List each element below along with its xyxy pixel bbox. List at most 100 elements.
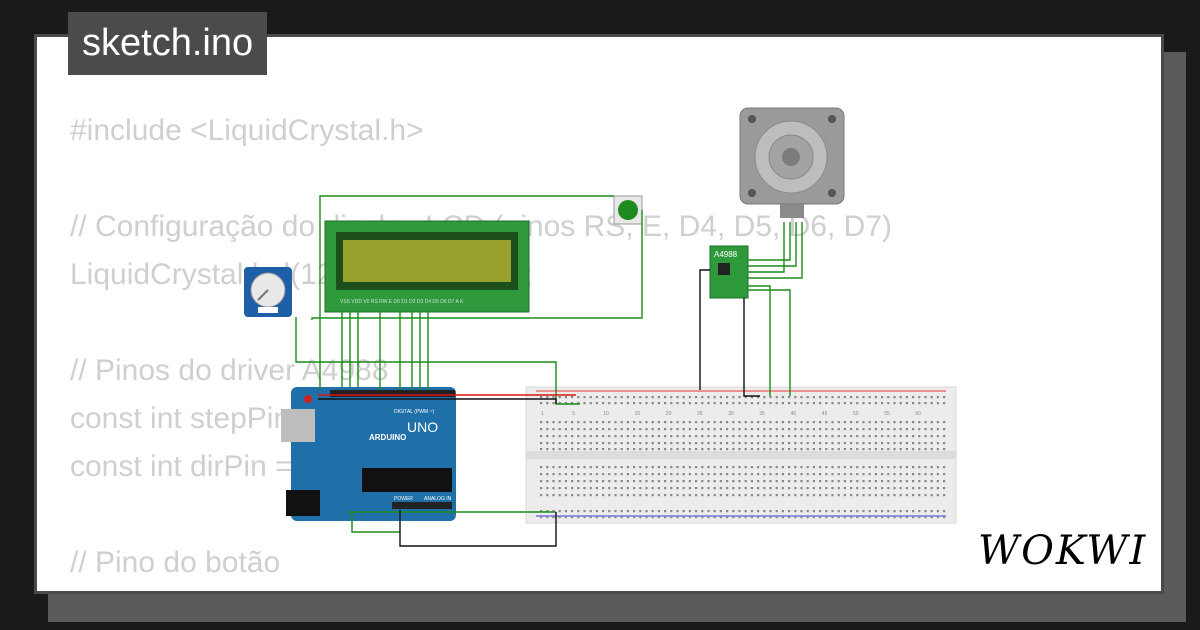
breadboard-hole (819, 466, 822, 469)
breadboard-hole (819, 510, 822, 513)
breadboard-hole (924, 473, 927, 476)
breadboard-hole (726, 396, 729, 399)
breadboard-hole (540, 516, 543, 519)
breadboard-hole (874, 494, 877, 497)
breadboard-hole (614, 402, 617, 405)
breadboard-hole (769, 466, 772, 469)
breadboard-hole (856, 448, 859, 451)
breadboard-hole (936, 473, 939, 476)
breadboard-hole (664, 480, 667, 483)
breadboard-hole (701, 487, 704, 490)
breadboard-hole (856, 516, 859, 519)
breadboard-hole (726, 487, 729, 490)
breadboard-hole (664, 516, 667, 519)
breadboard-hole (732, 396, 735, 399)
push-button[interactable] (613, 195, 643, 225)
file-title[interactable]: sketch.ino (68, 12, 268, 75)
breadboard-hole (775, 402, 778, 405)
breadboard-hole (558, 487, 561, 490)
breadboard-hole (769, 448, 772, 451)
code-line: // Pinos do driver A4988 (70, 354, 389, 387)
breadboard-hole (812, 516, 815, 519)
breadboard-hole (819, 480, 822, 483)
breadboard-hole (664, 487, 667, 490)
breadboard-hole (930, 402, 933, 405)
breadboard-hole (800, 435, 803, 438)
breadboard-hole (657, 442, 660, 445)
breadboard-hole (571, 421, 574, 424)
breadboard-hole (769, 396, 772, 399)
breadboard-hole (837, 466, 840, 469)
breadboard-hole (564, 448, 567, 451)
breadboard-hole (893, 442, 896, 445)
breadboard-hole (868, 466, 871, 469)
breadboard-hole (602, 448, 605, 451)
breadboard-hole (676, 487, 679, 490)
breadboard-hole (788, 402, 791, 405)
breadboard-hole (750, 473, 753, 476)
breadboard-hole (887, 466, 890, 469)
breadboard-hole (583, 487, 586, 490)
breadboard-hole (626, 494, 629, 497)
breadboard-hole (788, 421, 791, 424)
breadboard-hole (577, 402, 580, 405)
breadboard-hole (769, 510, 772, 513)
breadboard-hole (788, 435, 791, 438)
breadboard-hole (825, 494, 828, 497)
breadboard-hole (812, 402, 815, 405)
breadboard-hole (905, 487, 908, 490)
breadboard-hole (558, 402, 561, 405)
breadboard-hole (794, 516, 797, 519)
breadboard-hole (843, 435, 846, 438)
breadboard-hole (837, 516, 840, 519)
breadboard-hole (794, 494, 797, 497)
breadboard-hole (769, 487, 772, 490)
breadboard-hole (732, 473, 735, 476)
arduino-uno[interactable]: UNO ARDUINO DIGITAL (PWM ~) POWER ANALOG… (281, 387, 456, 521)
breadboard-hole (664, 510, 667, 513)
breadboard-hole (583, 448, 586, 451)
breadboard-hole (899, 396, 902, 399)
breadboard-hole (701, 466, 704, 469)
breadboard-hole (695, 442, 698, 445)
breadboard-hole (899, 494, 902, 497)
breadboard-hole (744, 516, 747, 519)
breadboard-hole (899, 466, 902, 469)
breadboard-hole (794, 421, 797, 424)
breadboard-hole (744, 435, 747, 438)
breadboard-hole (918, 421, 921, 424)
breadboard-hole (874, 487, 877, 490)
breadboard-hole (750, 510, 753, 513)
breadboard-hole (881, 494, 884, 497)
potentiometer[interactable] (244, 267, 292, 317)
stepper-motor[interactable] (739, 107, 845, 218)
breadboard-hole (744, 402, 747, 405)
lcd-display[interactable]: VSS VDD V0 RS RW E D0 D1 D2 D3 D4 D5 D6 … (324, 220, 530, 313)
breadboard-hole (800, 396, 803, 399)
breadboard-hole (701, 516, 704, 519)
breadboard-hole (639, 473, 642, 476)
breadboard-hole (825, 402, 828, 405)
breadboard-hole (564, 516, 567, 519)
breadboard-hole (794, 466, 797, 469)
a4988-driver[interactable]: A4988 (709, 245, 749, 299)
breadboard-hole (924, 466, 927, 469)
breadboard-hole (633, 480, 636, 483)
breadboard-hole (639, 494, 642, 497)
breadboard-hole (552, 442, 555, 445)
breadboard-hole (843, 510, 846, 513)
breadboard-hole (788, 494, 791, 497)
breadboard-hole (794, 428, 797, 431)
breadboard-hole (918, 448, 921, 451)
breadboard-hole (930, 421, 933, 424)
breadboard-hole (626, 487, 629, 490)
breadboard-hole (881, 466, 884, 469)
breadboard-hole (732, 494, 735, 497)
breadboard-hole (608, 494, 611, 497)
breadboard-hole (633, 402, 636, 405)
breadboard-hole (738, 494, 741, 497)
breadboard-hole (633, 421, 636, 424)
breadboard-hole (881, 435, 884, 438)
